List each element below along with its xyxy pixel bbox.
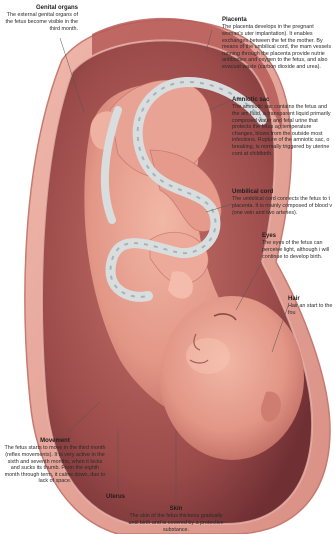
label-text: The placenta develops in the pregnant wo… xyxy=(222,24,334,70)
label-text: The eyes of the fetus can perceive light… xyxy=(262,240,334,260)
label-title: Hair xyxy=(288,296,334,303)
label-text: The external genital organs of the fetus… xyxy=(2,12,78,32)
label-uterus: Uterus xyxy=(106,494,136,501)
label-amniotic-sac: Amniotic sac The amniotic sac contains t… xyxy=(232,97,334,157)
label-eyes: Eyes The eyes of the fetus can perceive … xyxy=(262,233,334,260)
label-movement: Movement The fetus starts to move in the… xyxy=(3,438,107,485)
label-text: The amniotic sac contains the fetus and … xyxy=(232,104,334,157)
label-title: Skin xyxy=(128,506,224,513)
label-title: Umbilical cord xyxy=(232,189,334,196)
label-text: Hair an start to the fou xyxy=(288,303,334,316)
fetus-head xyxy=(160,296,304,460)
label-placenta: Placenta The placenta develops in the pr… xyxy=(222,17,334,71)
label-title: Placenta xyxy=(222,17,334,24)
label-text: The umbilical cord connects the fetus to… xyxy=(232,196,334,216)
label-text: The fetus starts to move in the third mo… xyxy=(3,445,107,485)
label-genital-organs: Genital organs The external genital orga… xyxy=(2,5,78,32)
label-umbilical-cord: Umbilical cord The umbilical cord connec… xyxy=(232,189,334,216)
label-title: Movement xyxy=(3,438,107,445)
label-text: The skin of the fetus thickens gradually… xyxy=(128,513,224,533)
label-title: Genital organs xyxy=(2,5,78,12)
label-title: Amniotic sac xyxy=(232,97,334,104)
label-title: Eyes xyxy=(262,233,334,240)
label-skin: Skin The skin of the fetus thickens grad… xyxy=(128,506,224,533)
label-hair: Hair Hair an start to the fou xyxy=(288,296,334,317)
label-title: Uterus xyxy=(106,494,136,501)
